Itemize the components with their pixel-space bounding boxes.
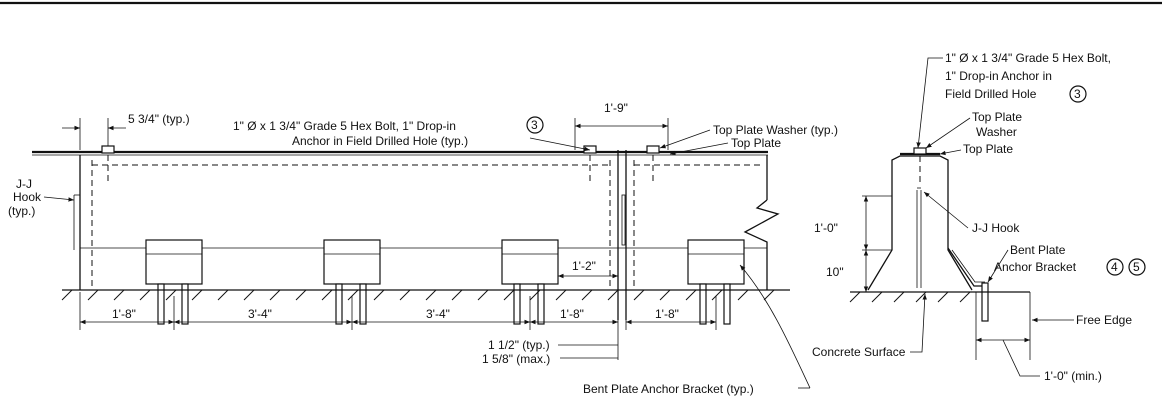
jj-hook-label-2: Hook: [13, 190, 42, 204]
section-bolt-line3: Field Drilled Hole: [945, 87, 1037, 101]
section-washer-line2: Washer: [976, 125, 1017, 139]
jj-hook-label-3: (typ.): [8, 204, 35, 218]
hatch-line: [959, 291, 971, 303]
hatch-line: [217, 289, 229, 301]
hatch-line: [321, 289, 333, 301]
hatch-line: [763, 289, 775, 301]
jj-hook-label-1: J-J: [16, 177, 32, 191]
hatch-line: [425, 289, 437, 301]
hatch-line: [503, 289, 515, 301]
hatch-line: [243, 289, 255, 301]
hatch-line: [347, 289, 359, 301]
hatch-line: [871, 291, 883, 303]
bracket-anchors: [157, 283, 731, 325]
hatch-line: [191, 289, 203, 301]
hatch-line: [529, 289, 541, 301]
hatch-line: [113, 289, 125, 301]
hatch-line: [451, 289, 463, 301]
top-plate-label: Top Plate: [731, 136, 781, 150]
hatch-line: [373, 289, 385, 301]
section-bracket: [947, 247, 985, 287]
hatch-line: [937, 291, 949, 303]
section-view: 1" Ø x 1 3/4" Grade 5 Hex Bolt, 1" Drop-…: [812, 51, 1146, 383]
section-free-edge: Free Edge: [1076, 313, 1132, 327]
section-bolt-line1: 1" Ø x 1 3/4" Grade 5 Hex Bolt,: [945, 51, 1111, 65]
bolt-note-line1: 1" Ø x 1 3/4" Grade 5 Hex Bolt, 1" Drop-…: [233, 119, 456, 133]
hatch-line: [555, 289, 567, 301]
dim-b: 3'-4": [248, 307, 272, 321]
edge-typ: 1 1/2" (typ.): [488, 338, 550, 352]
elevation-view: 5 3/4" (typ.) 1'-9" 1" Ø x 1 3/4" Grade …: [8, 101, 838, 396]
edge-max: 1 5/8" (max.): [482, 352, 550, 366]
top-plate-washer-label: Top Plate Washer (typ.): [713, 123, 838, 137]
section-bolt-line2: 1" Drop-in Anchor in: [945, 69, 1052, 83]
hatch-line: [139, 289, 151, 301]
bracket-4: [687, 239, 745, 285]
hatch-line: [659, 289, 671, 301]
break-line: [743, 199, 780, 290]
hatch-line: [737, 289, 749, 301]
section-dim-lower: 10": [826, 265, 844, 279]
bolt-joint-left: [583, 145, 597, 185]
hatch-line: [849, 291, 861, 303]
section-bracket-ref-a: 4: [1111, 260, 1118, 274]
hatch-line: [581, 289, 593, 301]
section-bracket-line1: Bent Plate: [1010, 243, 1066, 257]
hatch-line: [633, 289, 645, 301]
dim-joint: 1'-9": [604, 101, 628, 115]
section-hatching: [849, 291, 971, 303]
hatch-line: [607, 289, 619, 301]
bracket-3: [501, 239, 559, 285]
section-bracket-line2: Anchor Bracket: [994, 260, 1077, 274]
section-top-plate-label: Top Plate: [963, 142, 1013, 156]
dim-a: 1'-8": [112, 307, 136, 321]
bolt-joint-right: [646, 145, 660, 185]
hatch-line: [685, 289, 697, 301]
hatch-line: [893, 291, 905, 303]
ground-hatching: [61, 289, 775, 301]
bracket-2: [323, 239, 381, 285]
hatch-line: [269, 289, 281, 301]
section-concrete-surface: Concrete Surface: [812, 345, 906, 359]
section-bolt-ref: 3: [1074, 87, 1081, 101]
dim-typ-top: 5 3/4" (typ.): [128, 112, 190, 126]
bracket-note: Bent Plate Anchor Bracket (typ.): [583, 382, 754, 396]
hatch-line: [87, 289, 99, 301]
hatch-line: [711, 289, 723, 301]
hatch-line: [165, 289, 177, 301]
bolt-note-ref: 3: [531, 118, 538, 132]
bolt-note-line2: Anchor in Field Drilled Hole (typ.): [292, 134, 468, 148]
hatch-line: [399, 289, 411, 301]
dim-c: 3'-4": [426, 307, 450, 321]
section-jj-hook: J-J Hook: [972, 221, 1020, 235]
section-dim-upper: 1'-0": [814, 221, 838, 235]
section-bracket-ref-b: 5: [1133, 260, 1140, 274]
hatch-line: [295, 289, 307, 301]
hatch-line: [61, 289, 73, 301]
section-dim-min: 1'-0" (min.): [1044, 369, 1102, 383]
dim-e: 1'-8": [655, 307, 679, 321]
section-washer-line1: Top Plate: [972, 110, 1022, 124]
dim-1-2: 1'-2": [572, 259, 596, 273]
dim-d: 1'-8": [560, 307, 584, 321]
hatch-line: [915, 291, 927, 303]
hatch-line: [477, 289, 489, 301]
bracket-1: [145, 239, 203, 285]
